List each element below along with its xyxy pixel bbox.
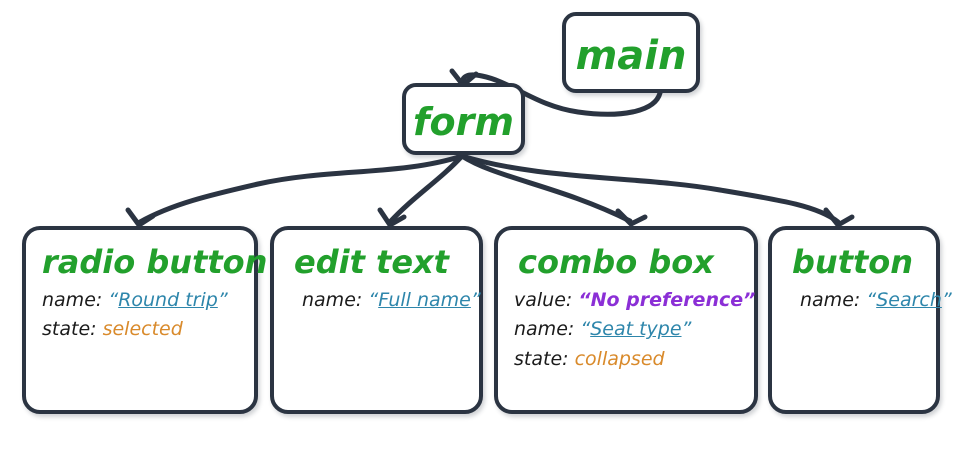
quote-open: “: [580, 318, 591, 341]
quote-close: ”: [217, 289, 228, 311]
node-button[interactable]: button name: “Search”: [768, 226, 952, 414]
property-key: value:: [514, 289, 573, 311]
arrowhead-radio-button: [125, 207, 156, 228]
edge-form-to-edit-text: [387, 153, 465, 225]
property-name: name: “Full name”: [302, 286, 481, 315]
node-form-title: form: [413, 100, 514, 144]
arrowhead-combo-box: [615, 208, 648, 227]
node-combo-box[interactable]: combo box value: “No preference” name: “…: [494, 226, 758, 414]
property-value: Search: [876, 289, 942, 311]
quote-close: ”: [941, 289, 952, 311]
quote-close: ”: [743, 289, 756, 311]
quote-open: “: [108, 289, 119, 311]
quote-open: “: [866, 289, 877, 311]
property-state: state: collapsed: [514, 345, 740, 374]
property-key: name:: [42, 289, 103, 311]
property-name: name: “Search”: [800, 286, 952, 315]
node-edit-text-title: edit text: [294, 243, 449, 281]
arrowhead-edit-text: [377, 207, 407, 228]
edge-main-to-form: [459, 72, 663, 117]
edge-form-to-combo-box: [459, 153, 633, 224]
node-radio-button-title: radio button: [42, 243, 268, 281]
property-state: state: selected: [42, 315, 240, 344]
property-value: No preference: [590, 289, 744, 311]
property-name: name: “Round trip”: [42, 286, 240, 315]
property-value: Round trip: [118, 289, 218, 311]
property-value: Full name: [378, 289, 471, 311]
quote-close: ”: [681, 318, 692, 341]
quote-close: ”: [470, 289, 481, 311]
edge-form-to-button: [459, 153, 841, 225]
property-key: state:: [514, 347, 569, 370]
node-edit-text[interactable]: edit text name: “Full name”: [270, 226, 483, 414]
property-key: state:: [42, 318, 97, 341]
quote-open: “: [578, 289, 591, 311]
node-main-title: main: [575, 33, 687, 79]
property-key: name:: [800, 289, 861, 311]
node-button-title: button: [792, 243, 914, 281]
property-key: name:: [514, 318, 575, 341]
arrowhead-button: [823, 207, 855, 228]
property-value-row: value: “No preference”: [514, 286, 755, 315]
node-form[interactable]: form: [402, 83, 525, 155]
property-value: collapsed: [574, 347, 665, 370]
quote-open: “: [368, 289, 379, 311]
node-radio-button[interactable]: radio button name: “Round trip” state: s…: [22, 226, 268, 414]
property-value: selected: [102, 318, 183, 341]
property-value: Seat type: [590, 318, 682, 341]
node-main[interactable]: main: [562, 12, 700, 93]
property-name: name: “Seat type”: [514, 315, 740, 344]
node-combo-box-title: combo box: [518, 243, 714, 281]
property-key: name:: [302, 289, 363, 311]
edge-form-to-radio-button: [137, 153, 465, 225]
